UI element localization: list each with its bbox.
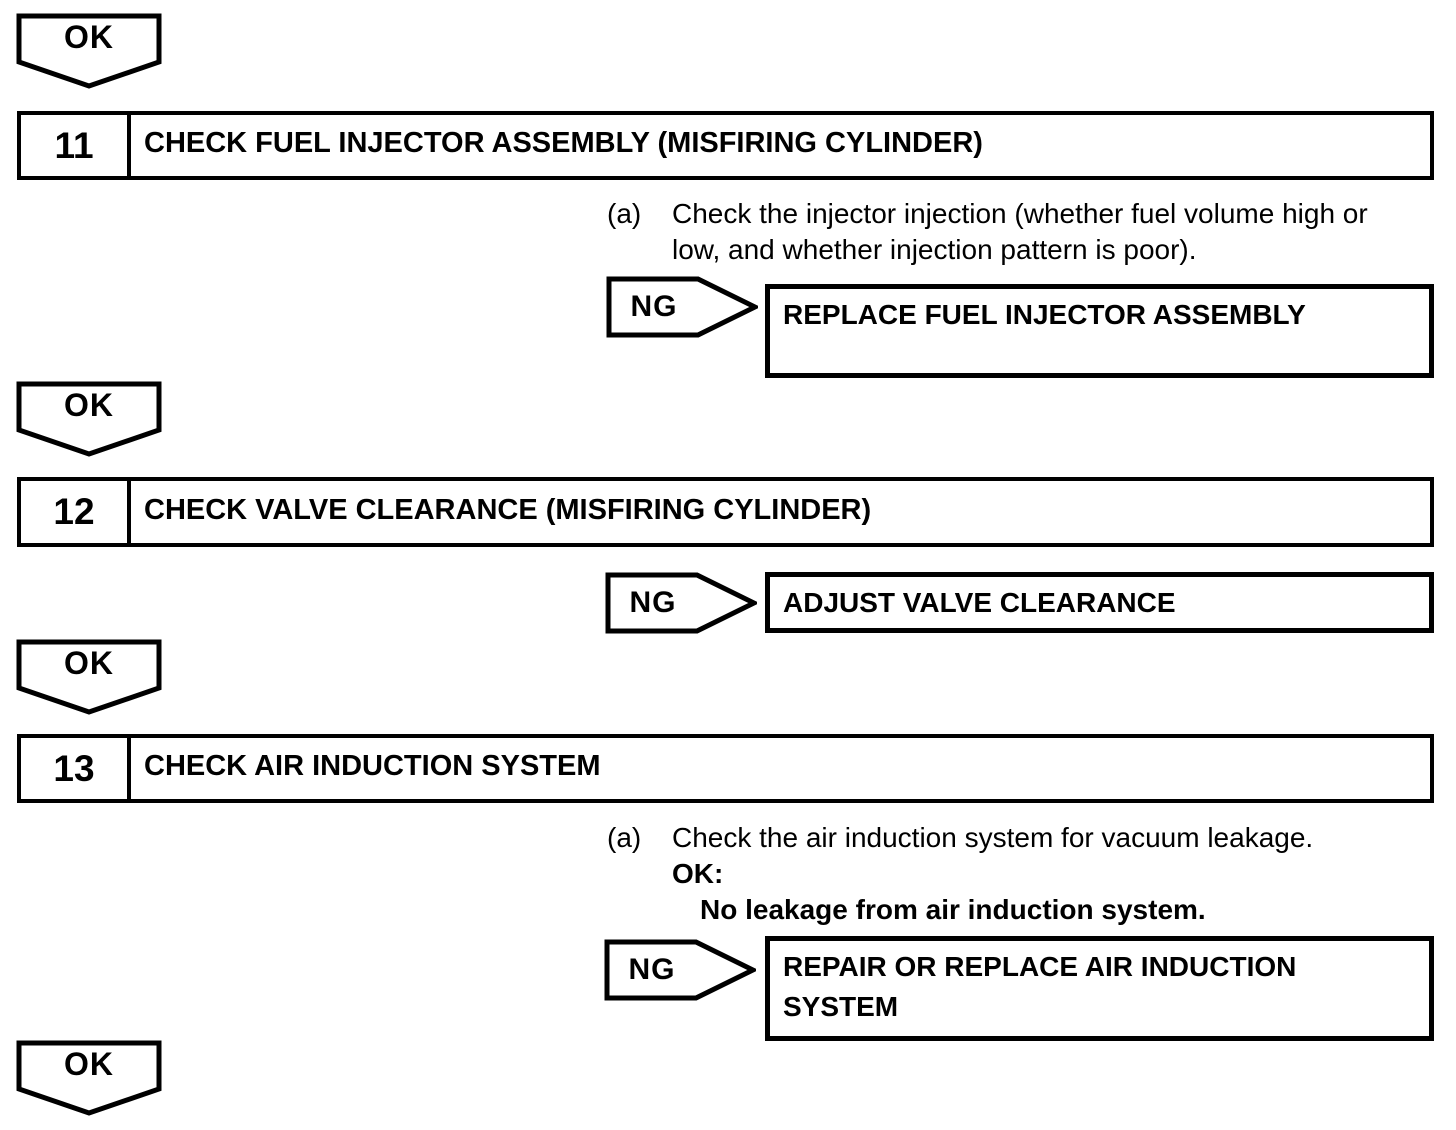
ng-connector-label: NG (628, 953, 676, 986)
ng-action-box-replace-injector: REPLACE FUEL INJECTOR ASSEMBLY (765, 284, 1434, 378)
ng-connector: NG (604, 939, 756, 1001)
instruction-line: Check the air induction system for vacuu… (672, 822, 1314, 853)
step-title: CHECK VALVE CLEARANCE (MISFIRING CYLINDE… (144, 493, 872, 526)
ng-action-text: REPAIR OR REPLACE AIR INDUCTION (783, 951, 1297, 982)
ng-connector-label: NG (630, 290, 678, 323)
ng-action-text: SYSTEM (783, 991, 899, 1022)
ok-pentagon-icon (16, 381, 162, 457)
ok-pentagon-icon (16, 13, 162, 89)
ng-connector: NG (605, 572, 757, 634)
step-12-header: 12 CHECK VALVE CLEARANCE (MISFIRING CYLI… (17, 477, 1434, 547)
ok-connector-label: OK (64, 386, 114, 423)
step-11-header: 11 CHECK FUEL INJECTOR ASSEMBLY (MISFIRI… (17, 111, 1434, 180)
instruction-marker: (a) (607, 198, 642, 229)
ok-connector: OK (16, 639, 162, 715)
ok-connector-label: OK (64, 18, 114, 55)
ng-arrow-icon (606, 276, 758, 338)
ng-action-text: ADJUST VALVE CLEARANCE (783, 586, 1176, 618)
instruction-line: Check the injector injection (whether fu… (672, 198, 1368, 229)
ok-connector-label: OK (64, 1045, 114, 1082)
ng-arrow-icon (605, 572, 757, 634)
step-11-instruction: (a) Check the injector injection (whethe… (607, 196, 1368, 268)
step-title: CHECK FUEL INJECTOR ASSEMBLY (MISFIRING … (144, 127, 983, 159)
step-13-instruction: (a) Check the air induction system for v… (607, 820, 1313, 928)
ok-connector: OK (16, 1040, 162, 1116)
ng-arrow-icon (604, 939, 756, 1001)
ok-connector: OK (16, 381, 162, 457)
ng-action-box-repair-air-induction: REPAIR OR REPLACE AIR INDUCTION SYSTEM (765, 936, 1434, 1041)
ok-condition-text: No leakage from air induction system. (700, 894, 1206, 925)
ok-pentagon-icon (16, 1040, 162, 1116)
step-13-header: 13 CHECK AIR INDUCTION SYSTEM (17, 734, 1434, 803)
ok-condition-heading: OK: (672, 858, 724, 889)
ng-action-text: REPLACE FUEL INJECTOR ASSEMBLY (783, 299, 1306, 330)
step-title: CHECK AIR INDUCTION SYSTEM (144, 750, 601, 782)
ng-connector: NG (606, 276, 758, 338)
ok-connector-label: OK (64, 644, 114, 681)
instruction-line: low, and whether injection pattern is po… (672, 234, 1197, 265)
step-number: 12 (21, 481, 131, 543)
ok-connector: OK (16, 13, 162, 89)
ng-action-box-adjust-valve: ADJUST VALVE CLEARANCE (765, 572, 1434, 633)
step-number: 11 (21, 115, 131, 176)
ng-connector-label: NG (629, 586, 677, 619)
instruction-marker: (a) (607, 822, 642, 853)
step-number: 13 (21, 738, 131, 799)
ok-pentagon-icon (16, 639, 162, 715)
